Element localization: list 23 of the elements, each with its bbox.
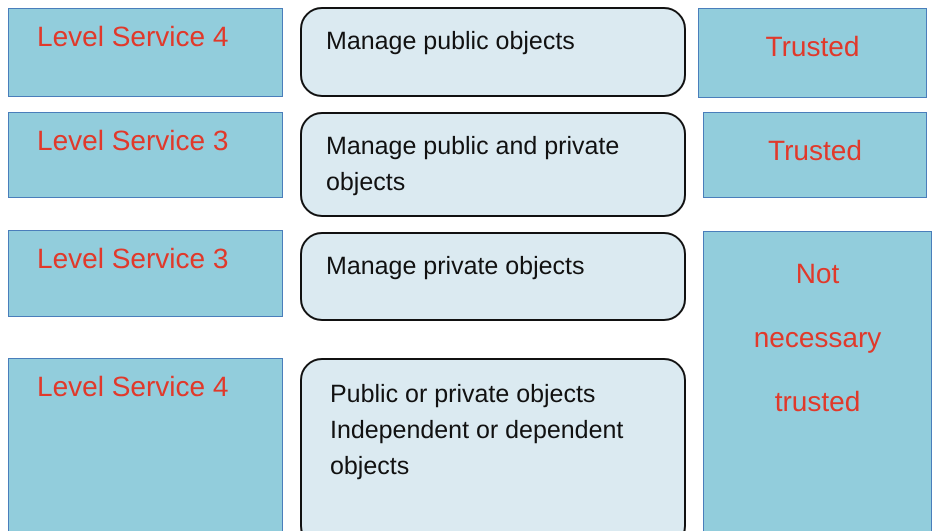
trust-box — [703, 112, 927, 198]
level-box — [8, 358, 283, 531]
level-label: Level Service 3 — [37, 125, 228, 157]
level-box — [8, 112, 283, 198]
level-label: Level Service 4 — [37, 371, 228, 403]
task-text: Manage private objects — [326, 251, 586, 282]
task-text: Manage public objects — [326, 26, 576, 57]
trust-box — [698, 8, 927, 98]
trust-box — [703, 231, 932, 531]
trust-label: Trusted — [767, 134, 863, 168]
task-box — [300, 112, 686, 217]
task-box — [300, 232, 686, 321]
task-text: Manage public and private objects — [326, 131, 620, 198]
task-text: Independent or dependent objects — [330, 415, 624, 482]
task-text: Public or private objects — [330, 379, 596, 410]
level-label: Level Service 3 — [37, 243, 228, 275]
level-label: Level Service 4 — [37, 21, 228, 53]
task-box — [300, 358, 686, 531]
task-box — [300, 7, 686, 97]
trust-label: Not necessary trusted — [752, 257, 882, 419]
trust-label: Trusted — [764, 30, 860, 64]
level-box — [8, 8, 283, 97]
level-box — [8, 230, 283, 317]
